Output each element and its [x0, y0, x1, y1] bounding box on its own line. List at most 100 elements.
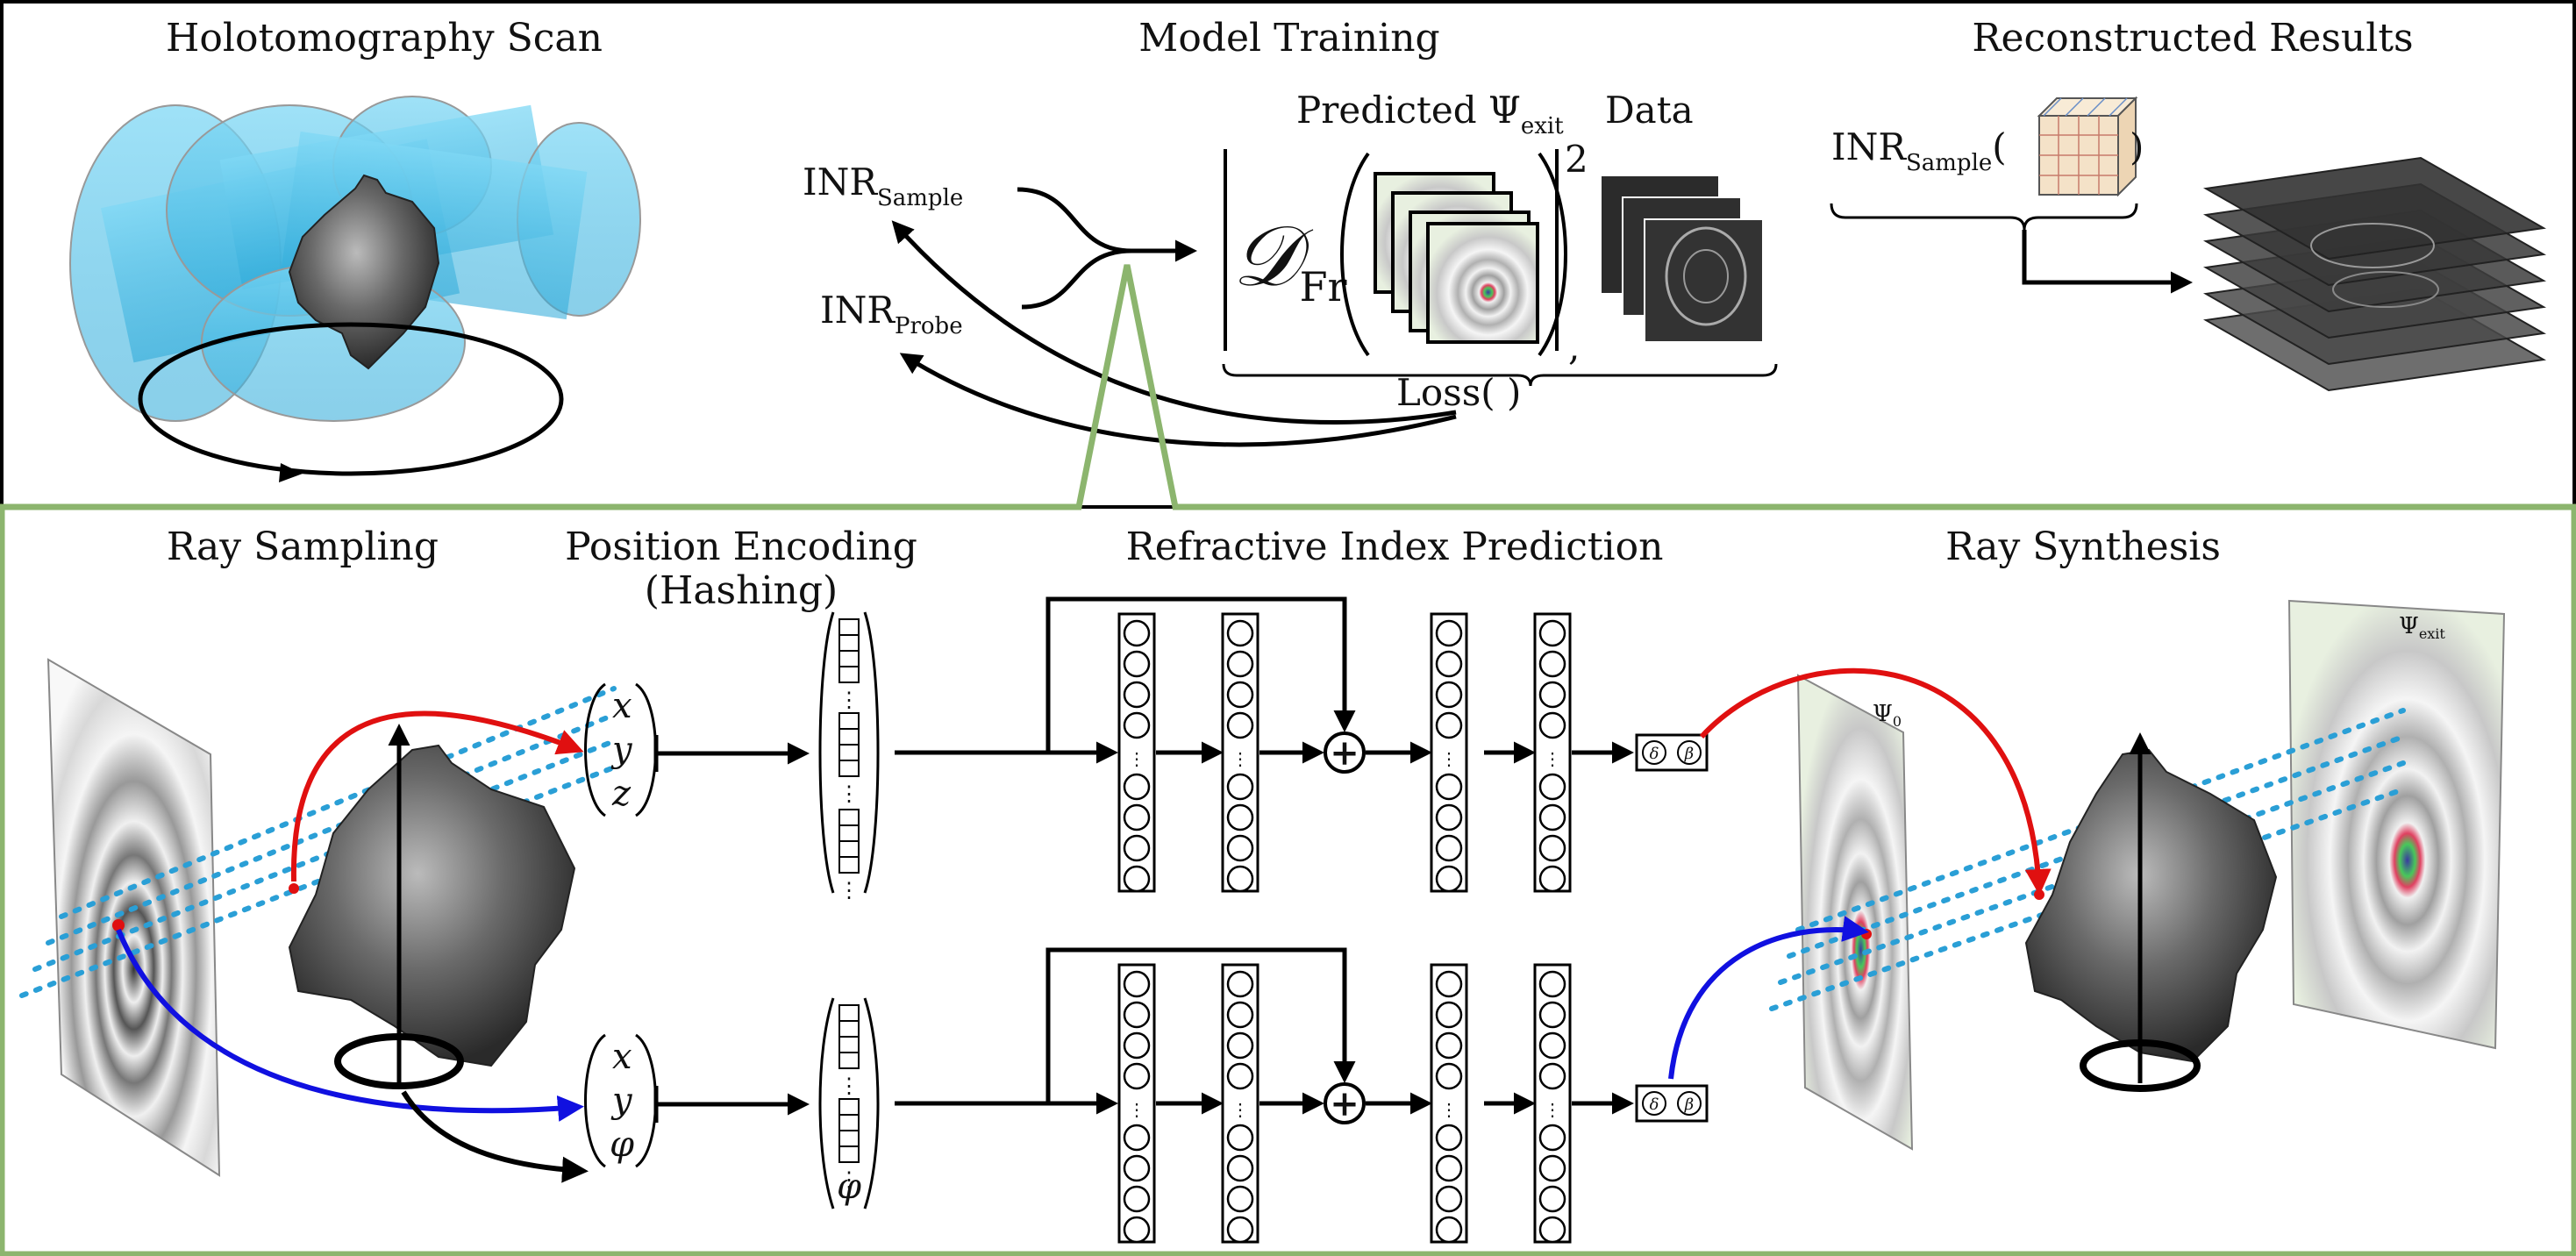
fresnel-operator: 𝒟Fr [1232, 207, 1347, 310]
output-symbol: β [1684, 745, 1694, 763]
mlp-neuron [1435, 1154, 1463, 1182]
mlp-neuron [1226, 619, 1254, 647]
encoding-cell [838, 856, 860, 874]
encoding-cell [838, 1052, 860, 1069]
encoding-paren-left [818, 611, 835, 894]
refractive-index-title: Refractive Index Prediction [1126, 525, 1664, 569]
encoding-paren-right [863, 611, 880, 894]
recon-arrow [2022, 230, 2193, 294]
output-symbol: δ [1650, 745, 1659, 763]
output-node [1677, 1091, 1702, 1116]
mlp-neuron [1123, 1031, 1151, 1060]
mlp-neuron [1435, 650, 1463, 678]
encoding-vector-top: ⋮⋮⋮ [818, 611, 880, 903]
encoding-cell [838, 1020, 860, 1038]
mlp-neuron [1538, 650, 1566, 678]
mlp-neuron [1538, 865, 1566, 893]
mlp-neuron [1538, 970, 1566, 998]
encoding-cell [838, 1098, 860, 1116]
mlp-neuron [1435, 834, 1463, 862]
inr-sample-label: INRSample [803, 161, 963, 211]
predicted-stack [1374, 172, 1539, 344]
coord-vector-bottom: x y φ [584, 1033, 657, 1168]
psi0-label: Ψ0 [1873, 701, 1902, 730]
mlp-neuron [1123, 650, 1151, 678]
mlp-neuron [1123, 1124, 1151, 1152]
predicted-psi-exit-label: Predicted Ψexit [1296, 89, 1564, 139]
mlp-neuron [1538, 834, 1566, 862]
mlp-neuron [1123, 1154, 1151, 1182]
encoding-cell [838, 744, 860, 761]
rotation-arrowhead [279, 463, 303, 482]
hologram-plane-psi-exit [2287, 599, 2506, 1050]
mlp-neuron [1123, 1185, 1151, 1213]
synth-point-red [2034, 889, 2044, 900]
encoding-ellipsis: ⋮ [838, 1167, 860, 1192]
output-symbol: β [1684, 1095, 1694, 1114]
encoding-paren-left [818, 997, 835, 1210]
coord-phi-bottom: φ [610, 1124, 634, 1165]
encoding-cell [838, 1145, 860, 1163]
reconstructed-slices [2202, 156, 2547, 392]
rotation-loop-right [2080, 1039, 2201, 1092]
ray-synthesis-illustration: Ψ0 Ψexit [1668, 599, 2506, 1151]
mlp-neuron [1123, 711, 1151, 739]
output-node [1642, 740, 1666, 765]
mlp-neuron [1435, 865, 1463, 893]
encoding-cell [838, 1036, 860, 1053]
comma: , [1568, 325, 1580, 368]
mlp-neuron [1435, 711, 1463, 739]
mlp-neuron [1538, 1216, 1566, 1244]
mlp-neuron [1435, 1185, 1463, 1213]
mlp-neuron [1123, 865, 1151, 893]
coord-z-top: z [611, 774, 632, 814]
red-arrow-synthesis [1699, 667, 2052, 896]
loss-brace [1222, 363, 1778, 387]
mlp-ellipsis: ⋮ [1231, 748, 1249, 769]
mlp-neuron [1435, 773, 1463, 801]
mlp-neuron [1226, 1062, 1254, 1090]
encoding-cell [838, 824, 860, 842]
encoding-cell [838, 618, 860, 636]
paren-left [1340, 152, 1370, 357]
coord-y-bottom: y [610, 1081, 633, 1121]
mlp-neuron [1226, 711, 1254, 739]
mlp-neuron [1435, 1124, 1463, 1152]
mlp-neuron [1538, 1062, 1566, 1090]
mlp-neuron [1123, 1062, 1151, 1090]
loss-to-probe-arrow [899, 353, 1457, 447]
position-encoding-subtitle: (Hashing) [645, 568, 838, 613]
encoding-ellipsis: ⋮ [838, 878, 860, 903]
mlp-neuron [1226, 1216, 1254, 1244]
recon-inr-label: INRSample( [1831, 125, 2007, 176]
data-label: Data [1605, 89, 1694, 132]
mlp-neuron [1226, 650, 1254, 678]
mlp-neuron [1538, 681, 1566, 709]
rotation-ellipse [138, 322, 564, 476]
encoding-cell [838, 1114, 860, 1131]
output-node [1677, 740, 1702, 765]
mlp-ellipsis: ⋮ [1544, 1099, 1561, 1120]
mlp-neuron [1435, 1001, 1463, 1029]
mlp-neuron [1226, 1001, 1254, 1029]
encoding-cell [838, 666, 860, 683]
skip-connection [1045, 947, 1356, 1103]
mlp-neuron [1226, 1124, 1254, 1152]
inr-probe-merge-curve [1021, 248, 1132, 310]
mlp-neuron [1538, 803, 1566, 831]
specimen-blob-top [288, 174, 440, 370]
loss-label: Loss( ) [1396, 371, 1521, 414]
mlp-neuron [1226, 773, 1254, 801]
mlp-neuron [1538, 1031, 1566, 1060]
mlp-neuron [1123, 619, 1151, 647]
mlp-neuron [1226, 803, 1254, 831]
bottom-panel-border [0, 264, 2576, 1256]
rotation-loop-left [334, 1033, 464, 1089]
encoding-cell [838, 1130, 860, 1147]
sample-point-red-plane [112, 919, 125, 931]
mlp-neuron [1538, 619, 1566, 647]
paren-right [1538, 152, 1567, 357]
